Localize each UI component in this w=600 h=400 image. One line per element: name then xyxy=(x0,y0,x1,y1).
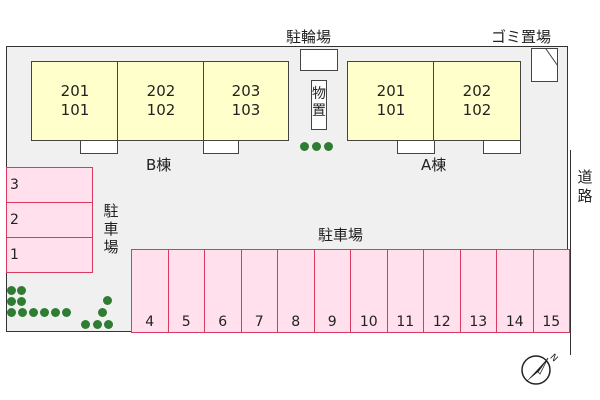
tree xyxy=(104,320,113,329)
parking-space: 4 xyxy=(131,249,169,333)
tree xyxy=(300,142,309,151)
parking-space: 1 xyxy=(6,237,93,273)
tree xyxy=(81,320,90,329)
tree xyxy=(103,296,112,305)
parking-space: 7 xyxy=(240,249,278,333)
bike-parking xyxy=(300,49,338,71)
building-a-unit: 201 101 xyxy=(347,61,435,141)
building-b-unit: 203 103 xyxy=(203,61,289,141)
parking-space: 5 xyxy=(167,249,205,333)
garbage-area-label: ゴミ置場 xyxy=(491,28,552,46)
tree xyxy=(17,286,26,295)
building-a-unit: 202 102 xyxy=(433,61,521,141)
parking-space: 8 xyxy=(277,249,315,333)
garbage-area xyxy=(531,48,558,82)
unit-lower-number: 101 xyxy=(60,101,90,119)
unit-lower-number: 102 xyxy=(462,101,492,119)
entrance-step xyxy=(80,140,118,154)
parking-space: 11 xyxy=(386,249,424,333)
unit-upper-number: 203 xyxy=(231,82,261,100)
tree xyxy=(18,308,27,317)
unit-lower-number: 103 xyxy=(231,101,261,119)
tree xyxy=(312,142,321,151)
entrance-step xyxy=(203,140,239,154)
tree xyxy=(7,308,16,317)
tree xyxy=(7,286,16,295)
parking-left-label: 駐 車 場 xyxy=(103,202,119,256)
tree xyxy=(7,297,16,306)
compass-north-label: N xyxy=(547,352,558,364)
parking-space: 3 xyxy=(6,167,93,203)
parking-space: 6 xyxy=(204,249,242,333)
storage-label: 物 置 xyxy=(312,86,326,119)
compass-icon: N xyxy=(521,352,558,385)
building-b-label: B棟 xyxy=(146,156,172,174)
unit-upper-number: 201 xyxy=(376,82,406,100)
tree xyxy=(93,320,102,329)
tree xyxy=(98,308,107,317)
bike-parking-label: 駐輪場 xyxy=(286,28,332,46)
unit-upper-number: 202 xyxy=(146,82,176,100)
parking-space: 15 xyxy=(532,249,570,333)
parking-space: 12 xyxy=(423,249,461,333)
tree xyxy=(62,308,71,317)
tree xyxy=(51,308,60,317)
storage-shed xyxy=(311,80,327,130)
parking-space: 13 xyxy=(459,249,497,333)
parking-main-label: 駐車場 xyxy=(318,226,364,244)
tree xyxy=(17,297,26,306)
building-b-unit: 202 102 xyxy=(117,61,205,141)
parking-space: 2 xyxy=(6,202,93,238)
parking-space: 9 xyxy=(313,249,351,333)
parking-space: 10 xyxy=(350,249,388,333)
unit-lower-number: 102 xyxy=(146,101,176,119)
tree xyxy=(29,308,38,317)
tree xyxy=(40,308,49,317)
entrance-step xyxy=(483,140,521,154)
entrance-step xyxy=(397,140,435,154)
tree xyxy=(324,142,333,151)
unit-upper-number: 201 xyxy=(60,82,90,100)
building-b-unit: 201 101 xyxy=(31,61,119,141)
unit-upper-number: 202 xyxy=(462,82,492,100)
parking-space: 14 xyxy=(496,249,534,333)
building-a-label: A棟 xyxy=(421,156,447,174)
unit-lower-number: 101 xyxy=(376,101,406,119)
road-label: 道 路 xyxy=(577,168,593,205)
road-edge xyxy=(570,150,571,355)
